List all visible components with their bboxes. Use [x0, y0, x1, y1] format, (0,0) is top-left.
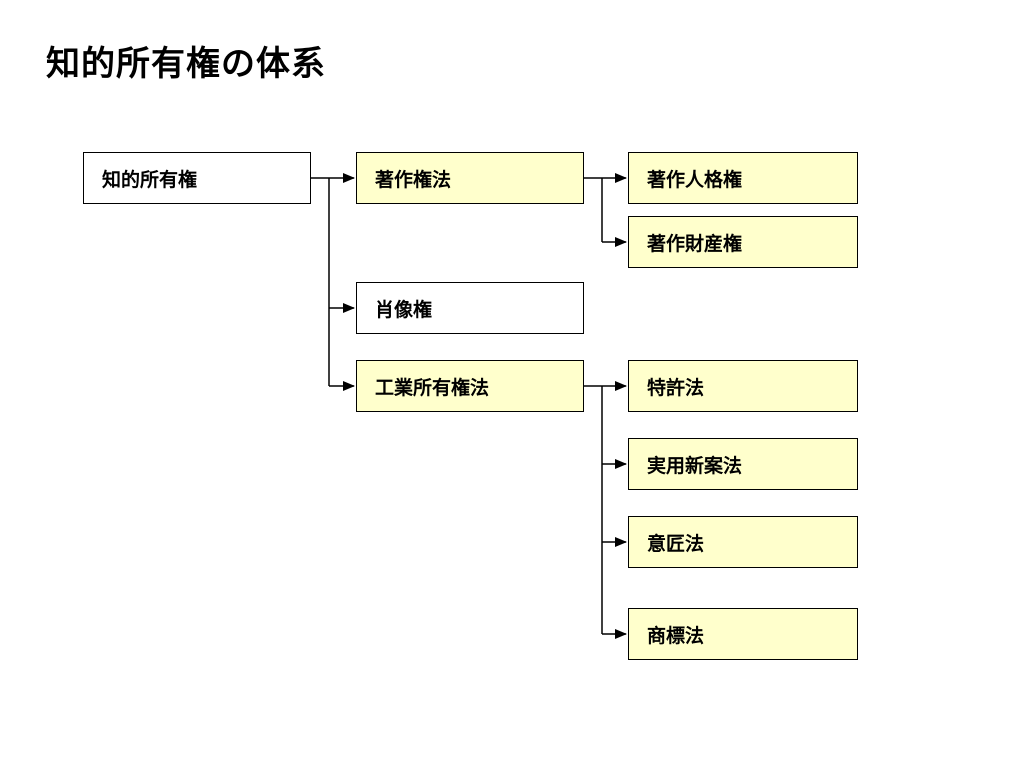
node-trademark-law: 商標法	[628, 608, 858, 660]
node-label: 著作財産権	[647, 232, 743, 255]
page-title: 知的所有権の体系	[46, 44, 326, 84]
node-label: 知的所有権	[102, 168, 198, 191]
node-industrial-property-law: 工業所有権法	[356, 360, 584, 412]
node-portrait-right: 肖像権	[356, 282, 584, 334]
node-label: 著作人格権	[647, 168, 743, 191]
node-label: 工業所有権法	[375, 376, 490, 399]
node-root: 知的所有権	[83, 152, 311, 204]
node-copyright-law: 著作権法	[356, 152, 584, 204]
node-patent-law: 特許法	[628, 360, 858, 412]
node-utility-model-law: 実用新案法	[628, 438, 858, 490]
node-label: 特許法	[647, 376, 705, 399]
node-label: 商標法	[647, 624, 705, 647]
node-label: 実用新案法	[647, 454, 743, 477]
node-design-law: 意匠法	[628, 516, 858, 568]
node-property-rights: 著作財産権	[628, 216, 858, 268]
node-label: 肖像権	[375, 298, 433, 321]
node-label: 意匠法	[647, 532, 705, 555]
node-moral-rights: 著作人格権	[628, 152, 858, 204]
node-label: 著作権法	[375, 168, 452, 191]
